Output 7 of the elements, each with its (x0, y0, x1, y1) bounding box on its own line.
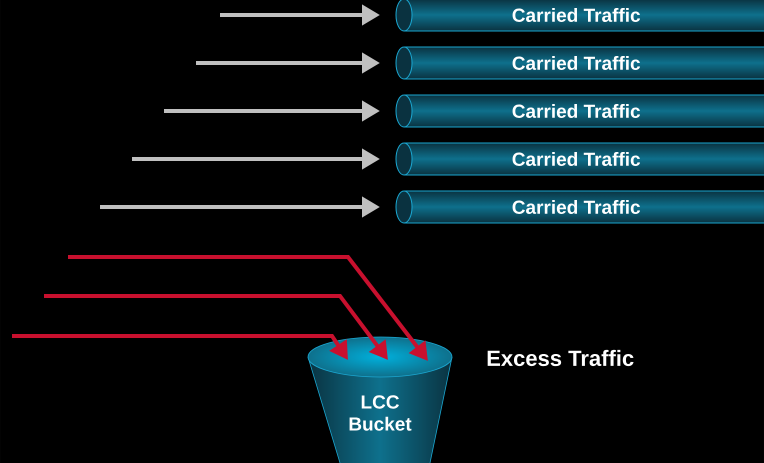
node-label: Carried Traffic (512, 8, 640, 22)
pipe: Carried Traffic (396, 0, 764, 32)
caption-text: Excess Traffic (488, 350, 634, 366)
pipe: Carried Traffic (396, 142, 764, 176)
pipe: Carried Traffic (396, 94, 764, 128)
pipe: Carried Traffic (396, 46, 764, 80)
pipe: Carried Traffic (396, 190, 764, 224)
